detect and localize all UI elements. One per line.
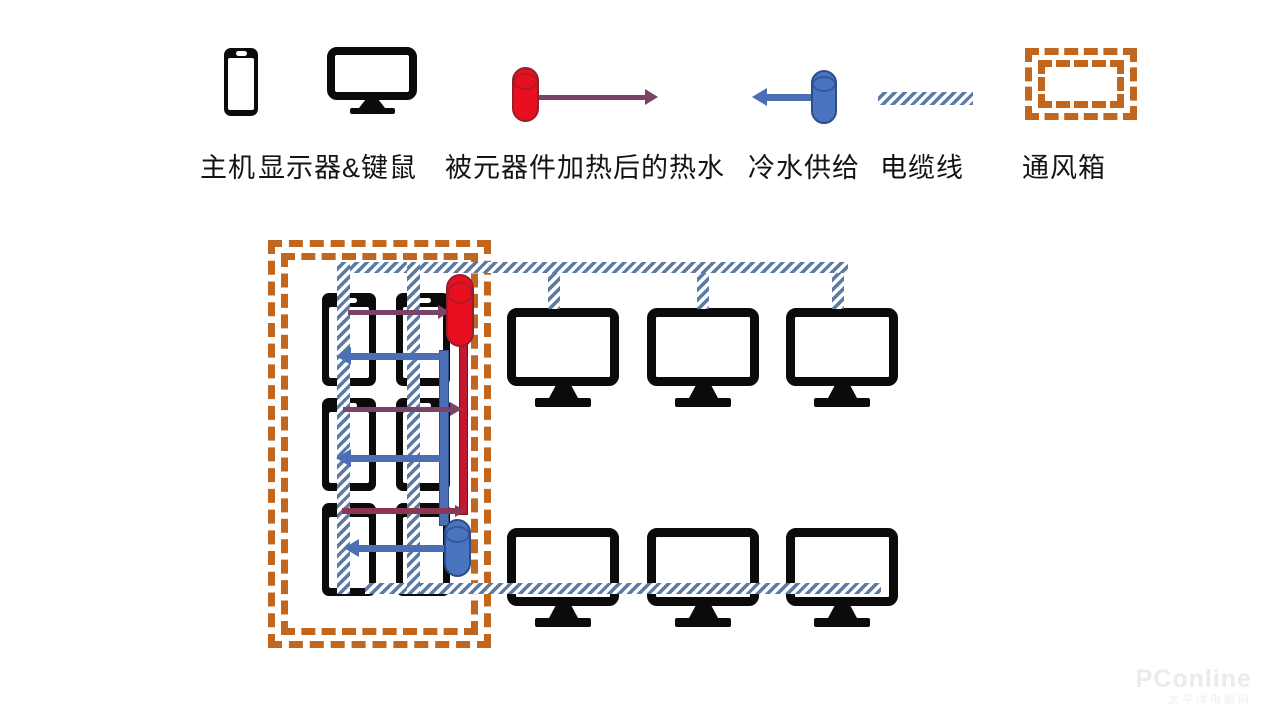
cold-arrow-row3-head — [344, 538, 359, 557]
hot-arrow-row2-head — [450, 401, 462, 416]
legend-label-monitor-kb: 显示器&键鼠 — [258, 153, 418, 183]
hot-arrow-row3-shaft — [342, 508, 455, 514]
hot-arrow-row3-head — [455, 504, 466, 517]
legend-label-host: 主机 — [200, 153, 256, 183]
cold-arrow-row1-head — [336, 346, 351, 365]
legend-label-cold-water: 冷水供给 — [748, 153, 860, 183]
vent-box-inner — [281, 253, 478, 635]
cold-water-pipe — [439, 350, 449, 526]
hot-arrow-row2-shaft — [343, 406, 450, 412]
cable-bottom-horizontal — [365, 583, 881, 594]
legend-vent-icon-outer — [1025, 48, 1137, 120]
legend-label-hot-water: 被元器件加热后的热水 — [445, 153, 725, 183]
cable-stub-monitor-2 — [697, 273, 709, 309]
cold-arrow-row2-head — [336, 448, 351, 467]
monitor-top-1 — [507, 308, 619, 408]
hot-arrow-row1-shaft — [348, 309, 438, 315]
monitor-top-2 — [647, 308, 759, 408]
watermark-brand: PConline — [1135, 665, 1252, 694]
cold-water-tank — [444, 519, 471, 577]
cold-arrow-row2-shaft — [350, 454, 446, 462]
legend-hot-arrow-icon-head — [645, 89, 658, 105]
legend-vent-icon-inner — [1038, 60, 1124, 108]
monitor-bottom-3 — [786, 528, 898, 628]
cold-arrow-row1-shaft — [350, 352, 444, 360]
vent-box-outer — [268, 240, 491, 648]
cable-stub-monitor-3 — [832, 273, 844, 309]
legend-hot-cylinder-icon — [512, 67, 539, 122]
legend-cold-arrow-icon-head — [752, 87, 767, 106]
monitor-bottom-2 — [647, 528, 759, 628]
legend-label-vent: 通风箱 — [1022, 153, 1106, 183]
legend-cold-cylinder-icon — [811, 70, 837, 124]
cold-arrow-row3-shaft — [358, 544, 452, 552]
watermark-subtext: 太平洋电脑网 — [1168, 693, 1252, 706]
legend-cable-icon — [878, 92, 973, 105]
legend-cold-arrow-icon-shaft — [766, 93, 820, 101]
legend-phone-icon — [224, 48, 258, 116]
monitor-top-3 — [786, 308, 898, 408]
legend-monitor-icon — [327, 47, 417, 115]
legend-hot-arrow-icon-shaft — [536, 94, 645, 100]
hot-water-tank — [446, 274, 474, 347]
watermark: PConline 太平洋电脑网 — [1136, 666, 1252, 706]
cable-stub-monitor-1 — [548, 273, 560, 309]
monitor-bottom-1 — [507, 528, 619, 628]
hot-water-pipe — [459, 335, 468, 515]
legend-label-cable: 电缆线 — [880, 153, 964, 183]
cable-top-horizontal — [340, 262, 848, 273]
